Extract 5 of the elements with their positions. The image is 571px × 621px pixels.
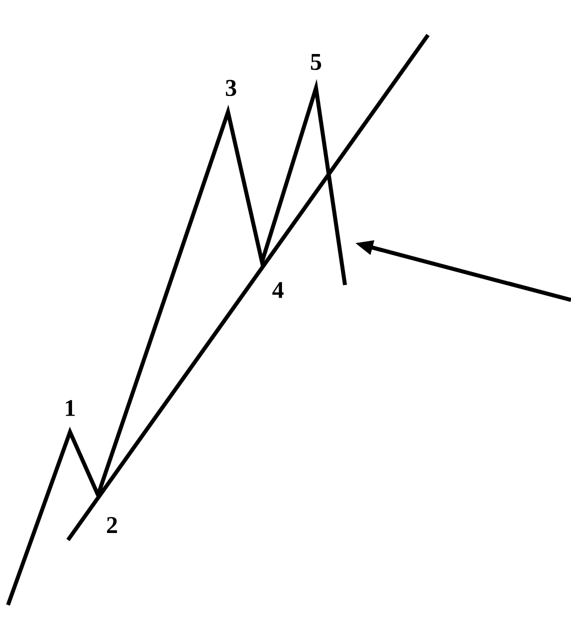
point-label: 2: [107, 517, 117, 533]
point-label: 1: [66, 400, 75, 416]
point-label: 3: [226, 80, 236, 96]
point-label: 4: [272, 282, 284, 298]
point-label: 5: [310, 54, 322, 70]
